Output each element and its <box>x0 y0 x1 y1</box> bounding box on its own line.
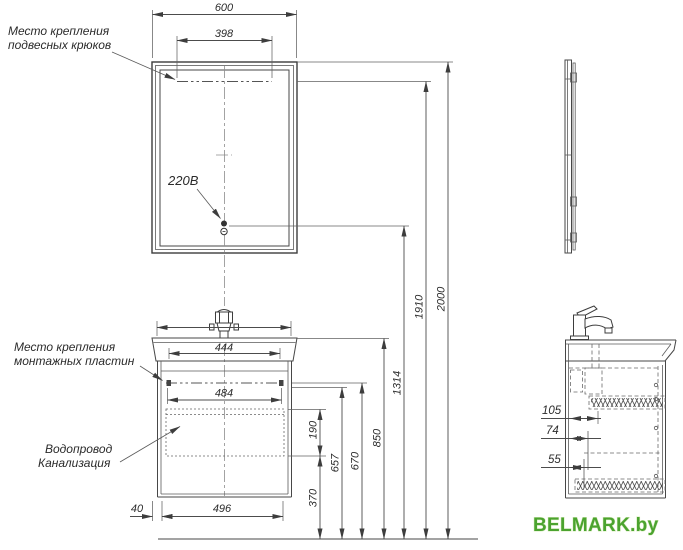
mounting-plate-left <box>166 380 171 386</box>
dim-plates-span-label: 484 <box>215 388 233 400</box>
mirror-side-view <box>564 59 577 254</box>
drawer-slide-lower <box>577 481 663 490</box>
faucet-front-icon <box>209 309 239 339</box>
dim-bottom-widths: 40 496 <box>130 501 284 521</box>
hooks-leader-line <box>111 51 176 80</box>
dim-plates-span: 484 <box>167 388 282 404</box>
dim-mirror-width: 600 <box>152 2 297 58</box>
plates-leader-line <box>139 365 163 381</box>
plates-annotation: Место крепления монтажных пластин <box>14 340 163 381</box>
dim-pipe-depth-upper-label: 74 <box>546 425 559 437</box>
dim-outlet-height-label: 1314 <box>392 371 404 395</box>
hooks-label-line1: Место крепления <box>8 24 110 38</box>
siphon-hidden-outline <box>584 367 603 395</box>
utility-hatch-area <box>165 408 285 457</box>
belmark-logo: BELMARK.by <box>533 515 659 536</box>
water-label-line2: Канализация <box>38 456 111 470</box>
outlet-icon <box>220 220 228 236</box>
faucet-side-icon <box>570 305 614 340</box>
outlet-label: 220В <box>167 173 199 188</box>
dim-mirror-width-label: 600 <box>215 2 234 14</box>
dim-sink-mount-span-label: 444 <box>215 342 233 354</box>
depth-dimensions: 105 74 55 <box>541 405 601 471</box>
dim-cabinet-width-label: 496 <box>213 503 232 515</box>
dim-utility-zone-height-label: 190 <box>308 420 320 439</box>
dim-drain-depth-label: 105 <box>542 405 562 417</box>
water-label-line1: Водопровод <box>45 442 113 456</box>
vanity-front-view <box>151 309 298 498</box>
mirror-front-view <box>151 61 298 306</box>
dim-hooks-height-label: 1910 <box>414 294 426 319</box>
dim-sink-width-line <box>156 321 292 336</box>
sink-front <box>151 337 298 362</box>
mounting-plate-right <box>279 380 284 386</box>
dim-plate-bottom-height-label: 657 <box>330 453 342 472</box>
drawer-slide-upper <box>591 398 663 407</box>
plates-label-line1: Место крепления <box>14 340 116 354</box>
dim-mirror-top-height-label: 2000 <box>436 286 448 312</box>
dim-left-offset-label: 40 <box>131 503 144 515</box>
dim-sink-mount-span: 444 <box>168 342 281 359</box>
hooks-label-line2: подвесных крюков <box>8 38 111 52</box>
dim-worktop-height-label: 850 <box>372 428 384 447</box>
dim-hooks-span-label: 398 <box>215 28 234 40</box>
outlet-annotation: 220В <box>167 173 221 219</box>
dim-hooks-span: 398 <box>176 28 273 78</box>
dim-pipe-depth-lower-label: 55 <box>548 454 561 466</box>
hooks-annotation: Место крепления подвесных крюков <box>8 24 176 80</box>
dim-plate-height-label: 670 <box>350 451 362 470</box>
vanity-side-view <box>565 305 677 499</box>
outlet-leader-line <box>196 188 221 219</box>
height-dimensions: 190 370 657 670 850 1314 1910 2000 <box>229 61 453 540</box>
water-annotation: Водопровод Канализация <box>38 426 181 470</box>
dim-cabinet-bottom-height-label: 370 <box>308 488 320 507</box>
water-leader-line <box>119 426 181 463</box>
plates-label-line2: монтажных пластин <box>14 354 135 368</box>
